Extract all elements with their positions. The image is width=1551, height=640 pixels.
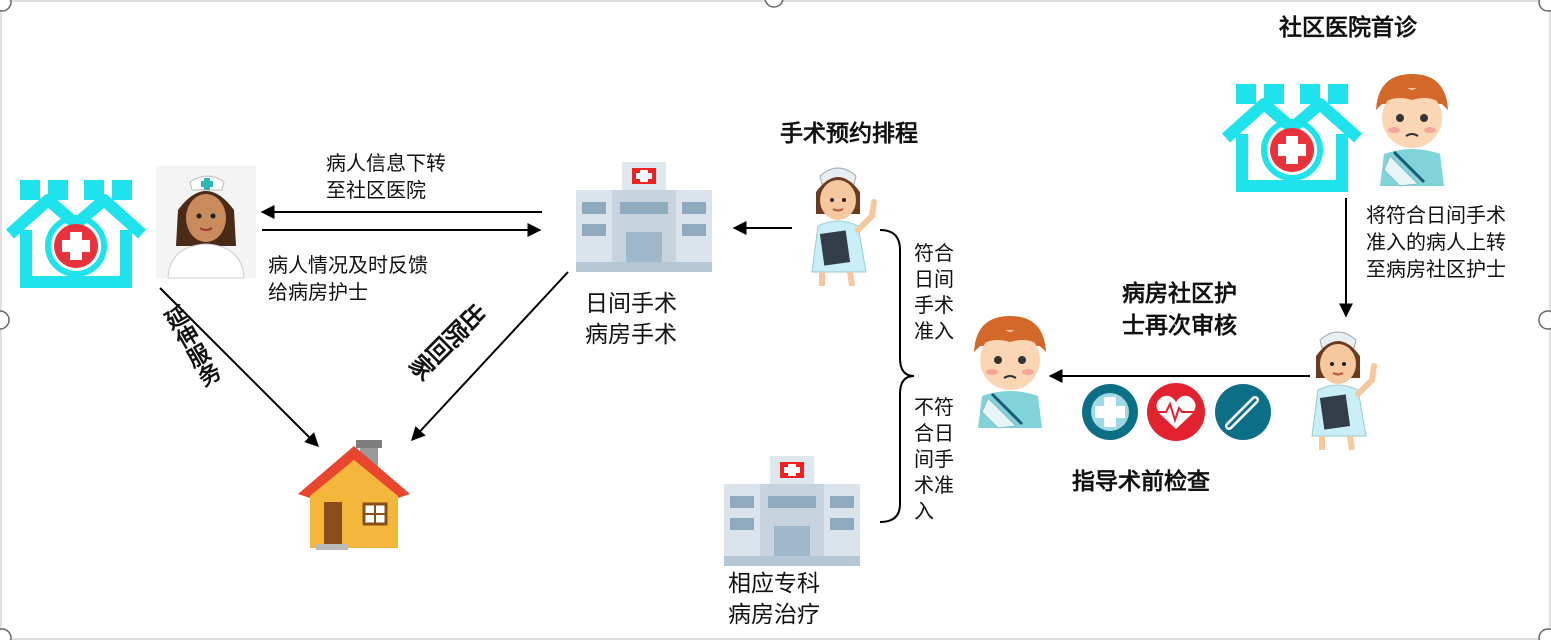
medical-cross-icon bbox=[1082, 384, 1138, 440]
arrow-extended-service bbox=[159, 287, 319, 447]
label-upward-1: 将符合日间手术 bbox=[1366, 203, 1506, 227]
label-day-surgery-1: 日间手术 bbox=[585, 291, 677, 317]
thermometer-icon bbox=[1215, 384, 1271, 440]
nurse-icon bbox=[812, 168, 874, 286]
title-community-first-visit: 社区医院首诊 bbox=[1279, 15, 1417, 41]
label-day-surgery-2: 病房手术 bbox=[585, 322, 677, 348]
patient-icon bbox=[972, 314, 1048, 430]
nurse-icon bbox=[1312, 332, 1374, 450]
label-qualified: 符合日间手术准入 bbox=[914, 241, 954, 343]
community-hospital-icon bbox=[1226, 84, 1358, 186]
label-specialty-2: 病房治疗 bbox=[728, 602, 820, 628]
label-preop-guide: 指导术前检查 bbox=[1072, 469, 1210, 495]
patient-icon bbox=[1374, 72, 1450, 188]
label-feedback-1: 病人情况及时反馈 bbox=[268, 253, 428, 277]
label-specialty-1: 相应专科 bbox=[728, 571, 820, 597]
hospital-building-icon bbox=[724, 456, 860, 566]
label-recheck-1: 病房社区护 bbox=[1122, 281, 1237, 307]
label-not-qualified: 不符合日间手术准入 bbox=[914, 395, 954, 523]
heart-monitor-icon bbox=[1147, 383, 1205, 441]
label-upward-3: 至病房社区护士 bbox=[1366, 257, 1506, 281]
title-surgery-schedule: 手术预约排程 bbox=[780, 121, 918, 147]
arrow-discharge-home bbox=[411, 271, 569, 442]
nurse-icon bbox=[156, 166, 256, 279]
label-recheck-2: 士再次审核 bbox=[1122, 313, 1237, 339]
label-info-transfer-1: 病人信息下转 bbox=[326, 151, 446, 175]
decision-bracket bbox=[879, 229, 915, 523]
house-icon bbox=[298, 440, 410, 550]
hospital-building-icon bbox=[576, 162, 712, 272]
label-upward-2: 准入的病人上转 bbox=[1366, 230, 1506, 254]
label-info-transfer-2: 至社区医院 bbox=[326, 178, 426, 202]
community-hospital-icon bbox=[10, 180, 142, 282]
label-feedback-2: 给病房护士 bbox=[268, 280, 368, 304]
